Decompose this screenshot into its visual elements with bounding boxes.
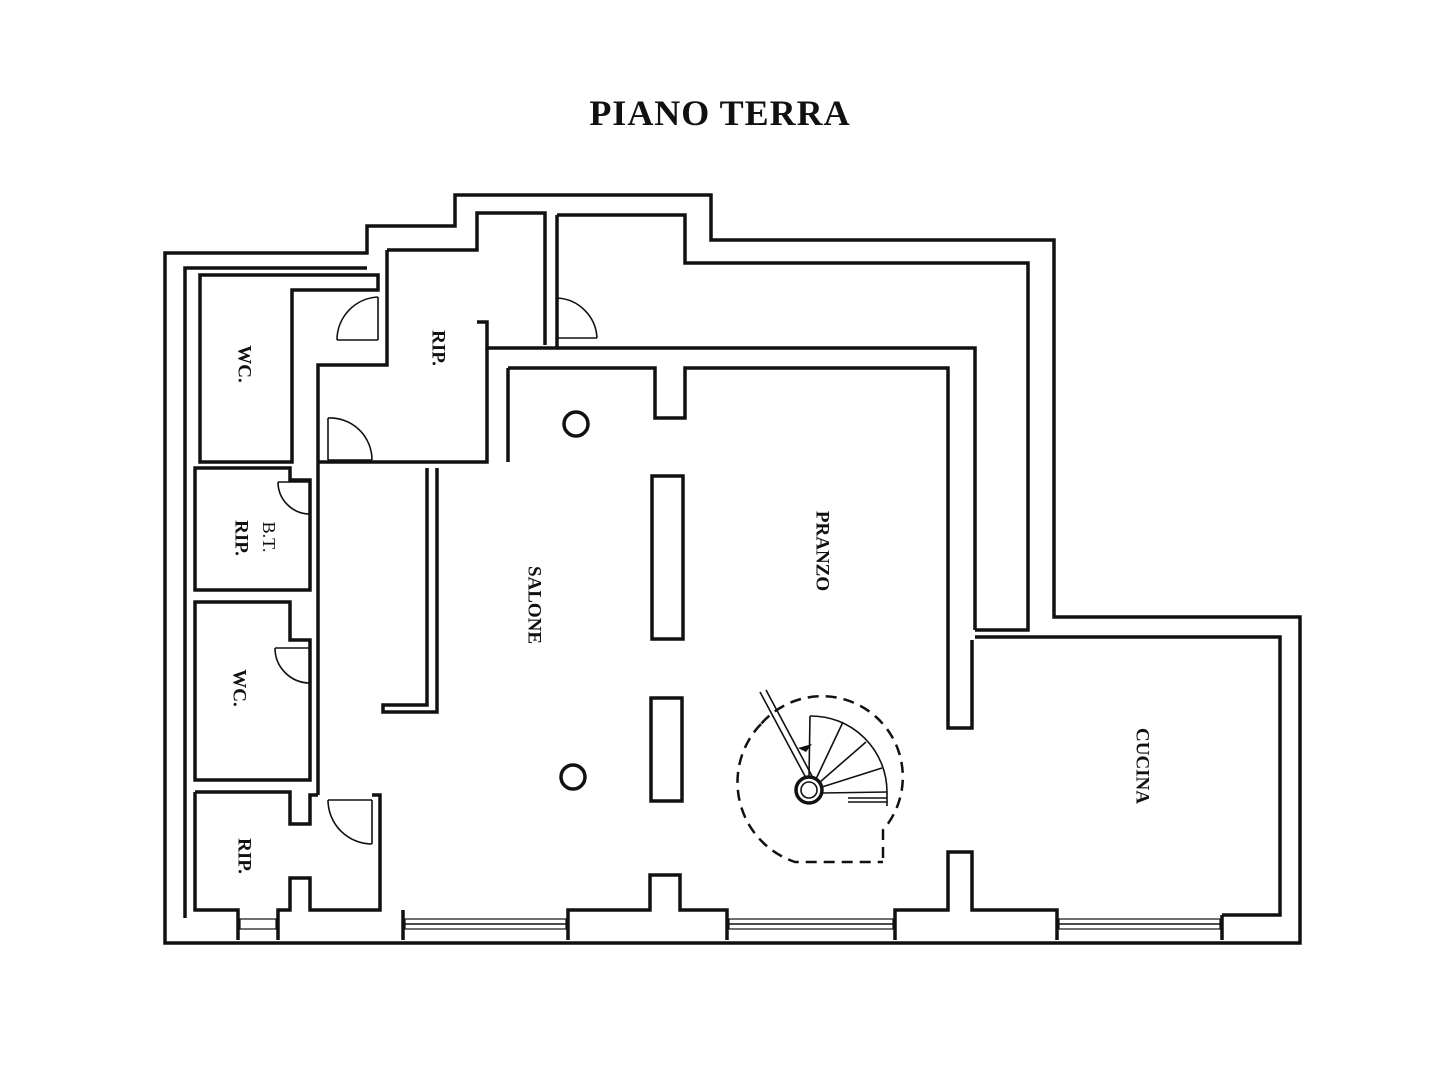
label-cucina: CUCINA <box>1132 728 1153 804</box>
rip-bottom-pier <box>276 793 382 940</box>
rip-bottom-left <box>193 792 240 940</box>
outer-wall-outline <box>163 193 1302 945</box>
label-salone: SALONE <box>524 566 545 644</box>
door-rip-bottom <box>327 799 373 845</box>
label-rip-bottom: RIP. <box>234 838 255 874</box>
pranzo-inner-top <box>508 366 974 730</box>
salone-wall-top <box>318 348 489 464</box>
door-rip-mid <box>277 481 311 515</box>
label-rip-mid: RIP. <box>231 520 252 556</box>
rip-mid-walls <box>193 466 312 592</box>
outer-wall-inner-line <box>183 266 367 918</box>
column-round-top <box>562 410 590 438</box>
door-wc-mid <box>274 647 311 684</box>
door-courtyard <box>556 297 598 340</box>
south-pier-2 <box>566 873 729 940</box>
courtyard-wall-inner <box>557 213 1030 632</box>
label-wc-top: WC. <box>234 345 255 382</box>
wc-top-walls <box>198 273 380 464</box>
plan-title: PIANO TERRA <box>589 93 851 133</box>
label-wc-mid: WC. <box>229 669 250 706</box>
label-bt: B.T. <box>259 522 279 553</box>
rip-bottom-walls <box>195 790 318 826</box>
label-pranzo: PRANZO <box>812 511 833 591</box>
spiral-staircase <box>736 689 905 864</box>
label-rip-top: RIP. <box>428 330 449 366</box>
corridor-right-wall <box>381 468 439 714</box>
corridor-top-wall <box>316 345 389 462</box>
wc-mid-walls <box>193 600 312 782</box>
cucina-wall-inner <box>975 635 1282 917</box>
column-round-bottom <box>559 763 587 791</box>
door-wc-top <box>336 296 379 341</box>
rip-top-walls <box>387 211 547 345</box>
pranzo-wall-top <box>557 346 977 630</box>
window-1 <box>239 918 277 930</box>
column-rect-bottom <box>649 696 684 803</box>
south-pier-3 <box>893 850 1059 940</box>
door-corridor-top <box>327 417 373 461</box>
column-rect-top <box>650 474 685 641</box>
